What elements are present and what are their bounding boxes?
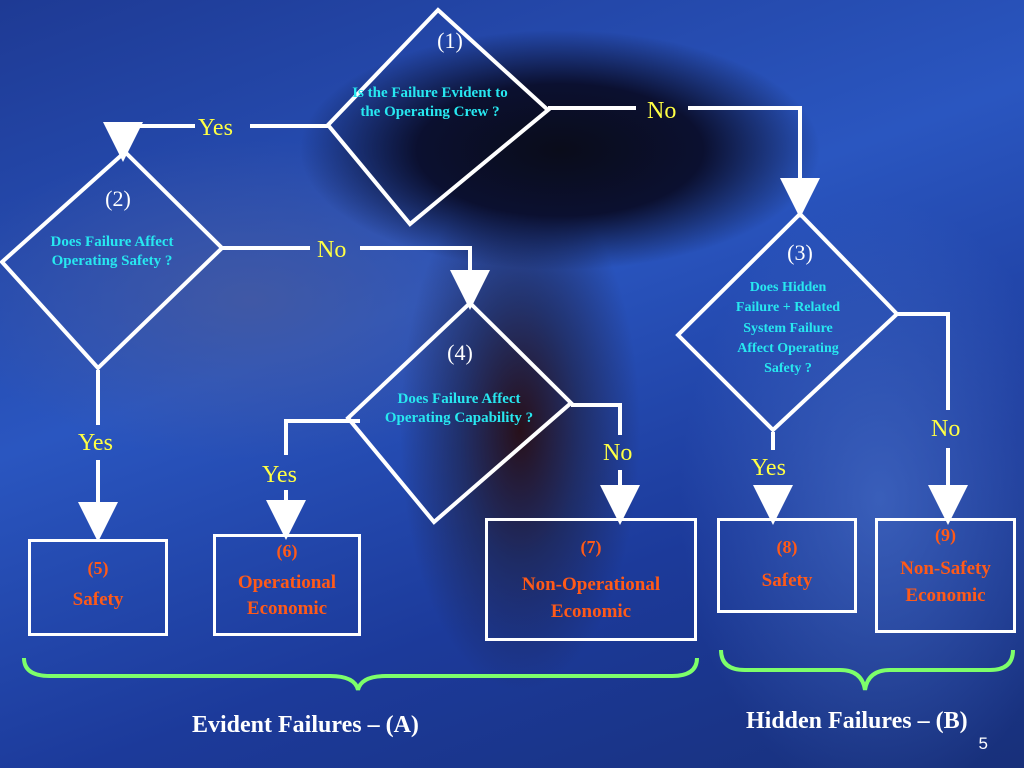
edge-4-yes [284, 419, 360, 455]
evident-failures-label: Evident Failures – (A) [192, 712, 419, 738]
outcome-9-label: Non-Safety Economic [900, 558, 991, 606]
decision-3-question: Does Hidden Failure + Related System Fai… [735, 280, 841, 377]
decision-1-diamond [325, 7, 552, 227]
edge-1-yes-down [103, 122, 195, 162]
outcome-8-number: (8) [776, 537, 798, 557]
answer-2-no: No [317, 237, 347, 263]
outcome-8-label: Safety [761, 570, 813, 591]
outcome-8-box: (8) Safety [717, 518, 857, 613]
decision-4-question: Does Failure Affect Operating Capability… [384, 391, 534, 426]
outcome-6-box: (6) Operational Economic [213, 534, 361, 636]
outcome-5-box: (5) Safety [28, 539, 168, 636]
decision-2-question: Does Failure Affect Operating Safety ? [50, 234, 174, 269]
answer-4-no: No [603, 440, 633, 466]
answer-1-yes: Yes [198, 115, 233, 141]
answer-2-yes: Yes [78, 430, 113, 456]
decision-1-number: (1) [437, 28, 463, 53]
decision-2-diamond [0, 149, 225, 371]
decision-4-diamond [345, 300, 574, 525]
decision-3-diamond [675, 211, 900, 433]
answer-1-no: No [647, 98, 677, 124]
page-number: 5 [978, 734, 988, 753]
evident-brace [22, 657, 699, 691]
outcome-7-box: (7) Non-Operational Economic [485, 518, 697, 641]
outcome-6-label: Operational Economic [237, 572, 337, 619]
hidden-failures-label: Hidden Failures – (B) [746, 708, 968, 734]
edge-3-no [897, 312, 950, 410]
hidden-brace [719, 649, 1015, 691]
edge-1-no-down [688, 106, 820, 218]
outcome-5-number: (5) [87, 558, 109, 578]
decision-4-number: (4) [447, 340, 473, 365]
outcome-7-number: (7) [580, 537, 602, 557]
answer-3-yes: Yes [751, 455, 786, 481]
outcome-7-label: Non-Operational Economic [521, 574, 661, 622]
outcome-9-box: (9) Non-Safety Economic [875, 518, 1016, 633]
outcome-9-number: (9) [935, 525, 956, 545]
outcome-6-number: (6) [276, 541, 298, 561]
outcome-5-label: Safety [72, 589, 124, 610]
edge-2-no-down [360, 246, 490, 310]
answer-3-no: No [931, 416, 961, 442]
answer-4-yes: Yes [262, 462, 297, 488]
decision-3-number: (3) [787, 240, 813, 265]
decision-1-question: Is the Failure Evident to the Operating … [352, 85, 508, 120]
decision-2-number: (2) [105, 186, 131, 211]
edge-4-no [571, 403, 622, 435]
